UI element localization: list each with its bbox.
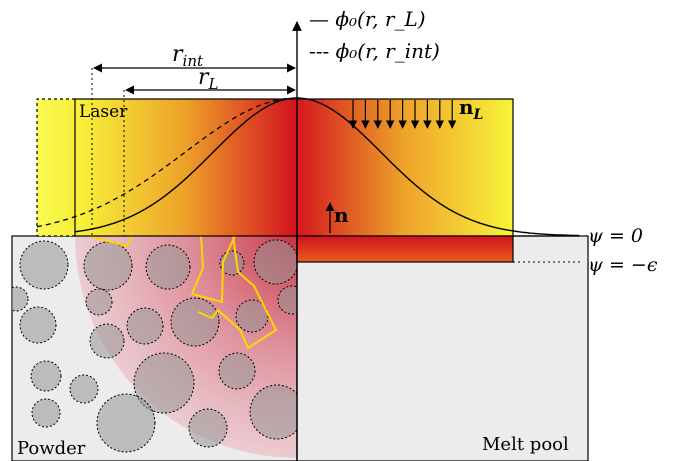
psi-eps-label: ψ = −ϵ [588, 254, 658, 276]
powder-particle [19, 240, 69, 290]
label-r-l: rL [198, 65, 219, 93]
heat-affected-zone [75, 236, 297, 458]
powder-particle [249, 384, 297, 440]
powder-particle [126, 307, 164, 345]
melt-pool-label: Melt pool [482, 434, 569, 455]
melt-pool-region [296, 235, 589, 461]
powder-particle [96, 393, 156, 453]
legend-dashed: --- ϕ₀(r, r_int) [309, 39, 440, 63]
powder-particle [12, 286, 29, 312]
laser-left-extension-outline [36, 98, 75, 237]
normal-label: n [334, 203, 349, 227]
legend-solid-text: ϕ₀(r, r_L) [335, 7, 425, 31]
r-int-dimension [91, 63, 296, 236]
crack-line [190, 235, 236, 304]
melt-crack-lines [91, 235, 278, 350]
legend-solid: — ϕ₀(r, r_L) [309, 7, 426, 31]
powder-particle [253, 239, 297, 285]
powder-particle [19, 306, 57, 344]
laser-body [74, 98, 514, 237]
melt-band [296, 235, 514, 263]
legend-dashed-text: ϕ₀(r, r_int) [336, 39, 440, 63]
powder-particle [145, 244, 191, 290]
phi-rl-curve [74, 97, 579, 237]
crack-line [197, 235, 278, 350]
powder-label: Powder [17, 438, 86, 459]
laser-normal-arrows [348, 100, 457, 129]
psi-zero-label: ψ = 0 [588, 225, 643, 247]
powder-particle [85, 288, 113, 316]
powder-particle [133, 352, 195, 414]
powder-particles [12, 239, 297, 453]
powder-particle [30, 360, 62, 392]
powder-particle [31, 398, 61, 428]
powder-particle [218, 352, 256, 390]
powder-particle [188, 408, 228, 448]
powder-particle [69, 374, 99, 404]
laser-left-extension [37, 99, 75, 236]
r-l-dimension [123, 85, 296, 236]
powder-particle [89, 323, 125, 359]
laser-label: Laser [79, 102, 128, 122]
powder-particle [170, 297, 220, 347]
powder-particle [83, 241, 133, 291]
powder-particle [277, 285, 297, 315]
crack-line [91, 235, 133, 248]
phi-rint-curve [36, 97, 297, 228]
